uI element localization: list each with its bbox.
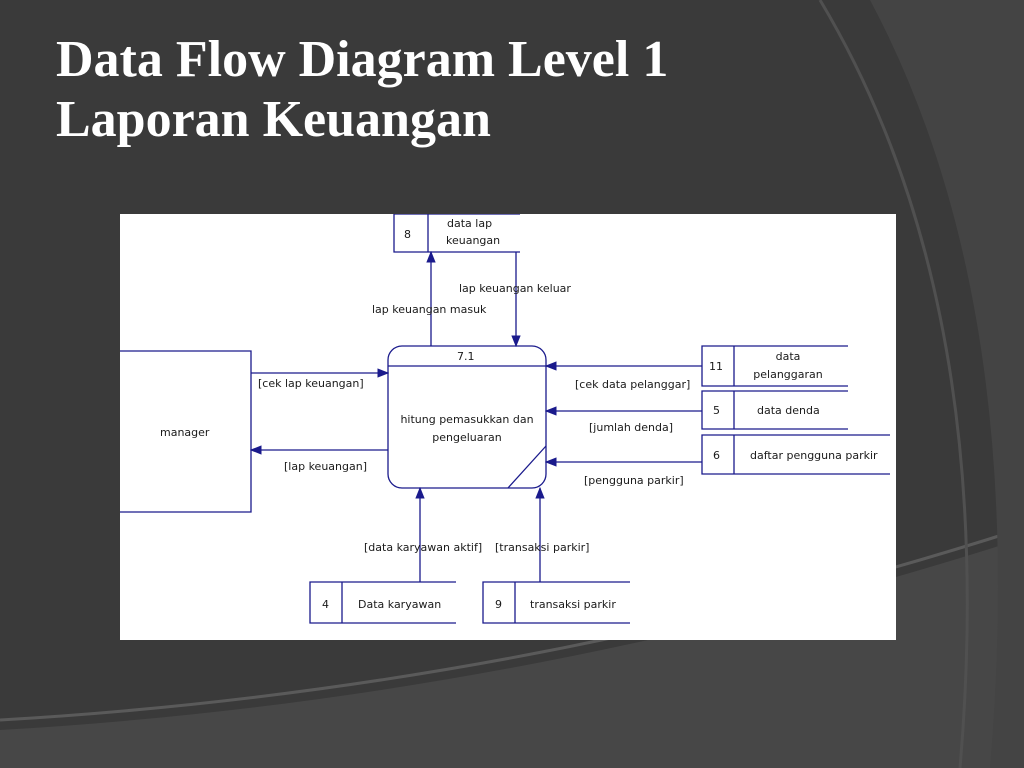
store-4-box [309, 581, 456, 624]
entity-manager-label: manager [160, 426, 210, 439]
store-4-name: Data karyawan [358, 598, 441, 611]
process-7-1-corner-mark [507, 445, 547, 489]
store-4-id: 4 [322, 598, 329, 611]
store-8-box [393, 214, 520, 253]
process-name-line-1: hitung pemasukkan dan [400, 413, 533, 426]
slide-title: Data Flow Diagram Level 1 Laporan Keuang… [56, 30, 668, 150]
data-flow-diagram: manager 7.1 hitung pemasukkan dan pengel… [120, 214, 896, 640]
slide-title-line-2: Laporan Keuangan [56, 91, 491, 148]
store-5-id: 5 [713, 404, 720, 417]
store-9-box [482, 581, 630, 624]
entity-manager-box [120, 350, 252, 513]
flow-label-data-karyawan-aktif: [data karyawan aktif] [364, 541, 482, 554]
flow-label-pengguna-parkir: [pengguna parkir] [584, 474, 684, 487]
flow-label-transaksi-parkir: [transaksi parkir] [495, 541, 589, 554]
store-9-name: transaksi parkir [530, 598, 616, 611]
slide-title-line-1: Data Flow Diagram Level 1 [56, 31, 669, 88]
background-swoosh-right [870, 0, 1024, 768]
flow-label-cek-data-pelanggar: [cek data pelanggar] [575, 378, 690, 391]
diagram-canvas: manager 7.1 hitung pemasukkan dan pengel… [120, 214, 890, 624]
background-swoosh-lower [0, 538, 1024, 768]
process-id: 7.1 [457, 350, 475, 363]
store-6-box [701, 434, 890, 475]
store-6-id: 6 [713, 449, 720, 462]
flow-label-jumlah-denda: [jumlah denda] [589, 421, 673, 434]
store-11-name-line-2: pelanggaran [753, 368, 822, 381]
flow-label-lap-keuangan-masuk: lap keuangan masuk [372, 303, 487, 316]
store-5-name: data denda [757, 404, 820, 417]
process-7-1-box [387, 345, 547, 489]
flow-label-cek-lap-keuangan: [cek lap keuangan] [258, 377, 364, 390]
flow-label-lap-keuangan: [lap keuangan] [284, 460, 367, 473]
store-11-name-line-1: data [776, 350, 801, 363]
background-curve-right [818, 0, 969, 768]
store-6-name: daftar pengguna parkir [750, 449, 878, 462]
store-11-id: 11 [709, 360, 723, 373]
store-8-id: 8 [404, 228, 411, 241]
store-5-box [701, 390, 848, 430]
store-9-id: 9 [495, 598, 502, 611]
store-8-name-line-1: data lap [447, 217, 492, 230]
process-name-line-2: pengeluaran [432, 431, 502, 444]
flow-label-lap-keuangan-keluar: lap keuangan keluar [459, 282, 571, 295]
store-8-name-line-2: keuangan [446, 234, 500, 247]
